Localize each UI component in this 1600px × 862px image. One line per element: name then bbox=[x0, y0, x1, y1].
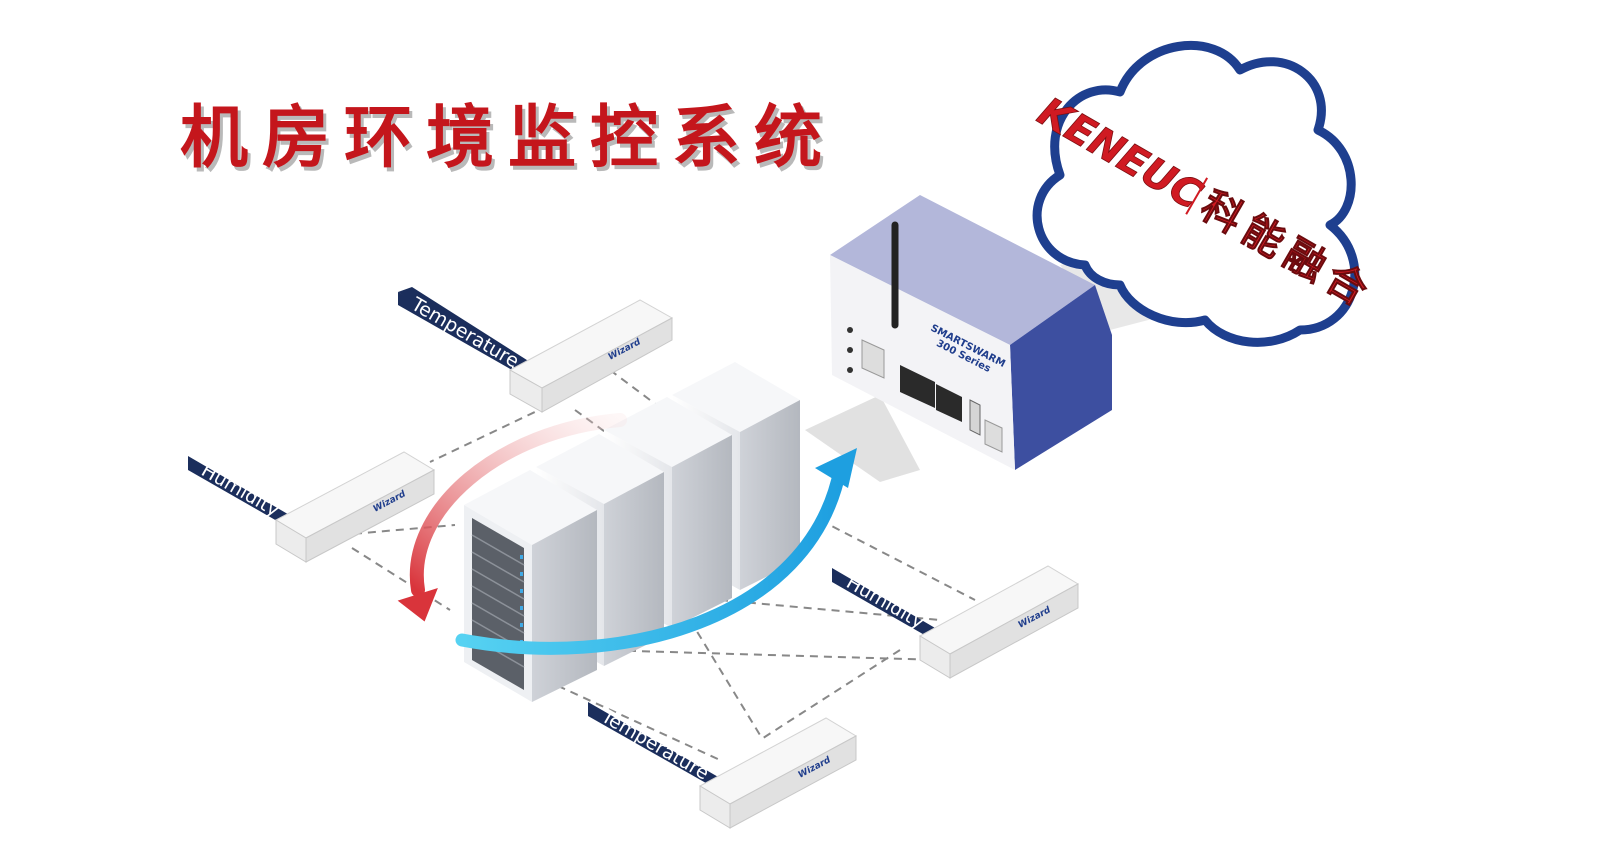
gateway-device: SMARTSWARM 300 Series bbox=[830, 195, 1112, 470]
sensor-label: Temperature bbox=[407, 293, 523, 373]
sensor-label-tag bbox=[832, 568, 942, 645]
humidity-sensor: Humidity Wizard bbox=[188, 451, 436, 563]
sensor-label-tag bbox=[398, 292, 512, 370]
server-rack-front bbox=[464, 470, 597, 702]
usb-port-icon bbox=[969, 399, 981, 436]
sensor-label: Humidity bbox=[198, 459, 284, 521]
sensor-label: Temperature bbox=[597, 705, 713, 785]
cool-airflow-arrow bbox=[455, 463, 847, 655]
cool-airflow-arrowhead bbox=[815, 448, 857, 488]
sensor-label-tag bbox=[588, 702, 720, 791]
page-title: 机房环境监控系统 bbox=[180, 99, 837, 178]
cloud-icon bbox=[1032, 40, 1360, 347]
sensor-label: Humidity bbox=[843, 571, 929, 633]
ethernet-port-icon bbox=[900, 365, 935, 408]
temperature-sensor: Temperature Wizard bbox=[398, 287, 674, 413]
temperature-sensor: Temperature Wizard bbox=[588, 702, 858, 829]
hot-airflow-arrowhead bbox=[397, 588, 438, 622]
humidity-sensor: Humidity Wizard bbox=[832, 565, 1080, 679]
ethernet-port-icon bbox=[936, 384, 962, 422]
hot-airflow-arrow bbox=[409, 413, 627, 597]
sensor-label-tag bbox=[188, 456, 298, 533]
gateway-rack-beam bbox=[805, 395, 920, 482]
